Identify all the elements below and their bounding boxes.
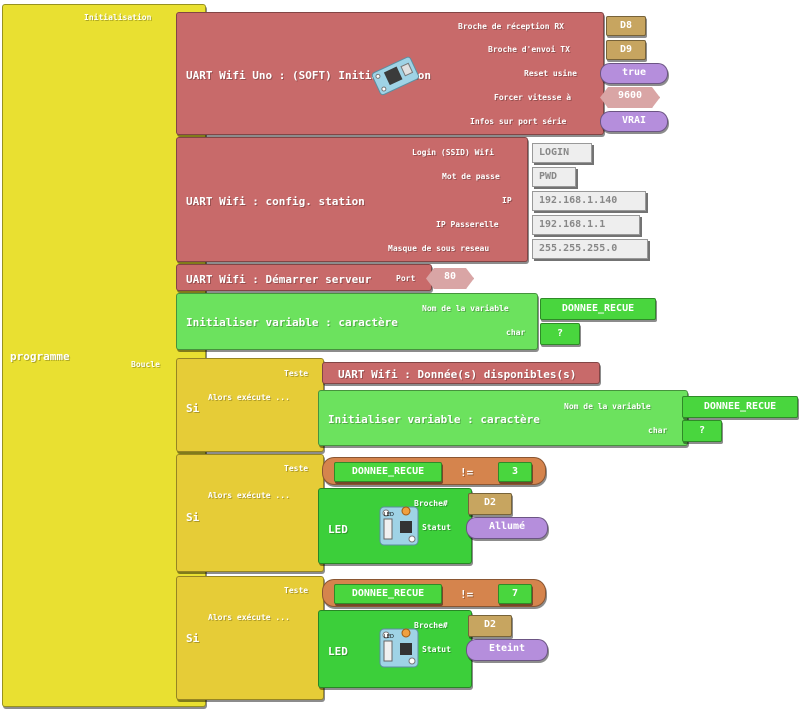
- var-name-value[interactable]: DONNEE_RECUE: [540, 298, 656, 320]
- if-2-cond-value[interactable]: 3: [498, 462, 532, 482]
- if-1-condition-text: UART Wifi : Donnée(s) disponibles(s): [338, 368, 577, 381]
- if-3-statut-label: Statut: [422, 645, 451, 654]
- if-1-char-label: char: [648, 426, 668, 435]
- init-var-block[interactable]: [176, 293, 538, 350]
- if-2-statut-label: Statut: [422, 523, 451, 532]
- programme-title: programme: [10, 350, 70, 363]
- tx-pin-value[interactable]: D9: [606, 40, 646, 60]
- if-3-teste-label: Teste: [284, 586, 309, 595]
- uart-server-block[interactable]: [176, 264, 432, 291]
- reset-label: Reset usine: [524, 69, 577, 78]
- if-3-led-title: LED: [328, 645, 348, 658]
- gw-label: IP Passerelle: [436, 220, 499, 229]
- rx-pin-value[interactable]: D8: [606, 16, 646, 36]
- port-label: Port: [396, 274, 416, 283]
- if-3-statut-value[interactable]: Eteint: [466, 639, 548, 661]
- if-3-broche-value[interactable]: D2: [468, 615, 512, 637]
- if-2-teste-label: Teste: [284, 464, 309, 473]
- wifi-module-icon: [368, 50, 422, 100]
- pwd-label: Mot de passe: [442, 172, 500, 181]
- uart-server-title: UART Wifi : Démarrer serveur: [186, 273, 372, 286]
- reset-value[interactable]: true: [600, 63, 668, 84]
- if-3-cond-value[interactable]: 7: [498, 584, 532, 604]
- char-label: char: [506, 328, 526, 337]
- if-3-alors-label: Alors exécute ...: [208, 613, 290, 622]
- if-block-1[interactable]: [176, 358, 324, 452]
- programme-block[interactable]: [2, 4, 206, 707]
- ip-field[interactable]: 192.168.1.140: [532, 191, 646, 211]
- mask-field[interactable]: 255.255.255.0: [532, 239, 648, 259]
- svg-text:LED: LED: [384, 634, 394, 640]
- svg-text:LED: LED: [384, 512, 394, 518]
- led-module-icon: LED: [378, 625, 420, 671]
- speed-value[interactable]: 9600: [600, 87, 660, 108]
- if-1-var-name-value[interactable]: DONNEE_RECUE: [682, 396, 798, 418]
- if-block-2[interactable]: [176, 454, 324, 572]
- if-1-init-var-block[interactable]: [318, 390, 688, 446]
- char-value[interactable]: ?: [540, 323, 580, 345]
- mask-label: Masque de sous reseau: [388, 244, 490, 253]
- if-2-cond-var[interactable]: DONNEE_RECUE: [334, 462, 442, 482]
- if-3-si-label: Si: [186, 632, 200, 645]
- if-3-cond-op: !=: [460, 588, 474, 601]
- initialisation-label: Initialisation: [84, 13, 152, 22]
- if-2-si-label: Si: [186, 511, 200, 524]
- info-label: Infos sur port série: [470, 117, 567, 126]
- if-block-3[interactable]: [176, 576, 324, 700]
- var-name-label: Nom de la variable: [422, 304, 509, 313]
- if-2-alors-label: Alors exécute ...: [208, 491, 290, 500]
- if-1-char-value[interactable]: ?: [682, 420, 722, 442]
- if-3-broche-label: Broche#: [414, 621, 448, 630]
- boucle-label: Boucle: [131, 360, 160, 369]
- if-1-teste-label: Teste: [284, 369, 309, 378]
- uart-station-title: UART Wifi : config. station: [186, 195, 365, 208]
- if-2-led-title: LED: [328, 523, 348, 536]
- if-1-init-var-title: Initialiser variable : caractère: [328, 413, 540, 426]
- pwd-field[interactable]: PWD: [532, 167, 576, 187]
- if-1-si-label: Si: [186, 402, 200, 415]
- if-2-broche-value[interactable]: D2: [468, 493, 512, 515]
- info-value[interactable]: VRAI: [600, 111, 668, 132]
- ip-label: IP: [502, 196, 512, 205]
- port-value[interactable]: 80: [426, 268, 474, 289]
- if-2-broche-label: Broche#: [414, 499, 448, 508]
- led-module-icon: LED: [378, 503, 420, 549]
- if-1-alors-label: Alors exécute ...: [208, 393, 290, 402]
- if-1-condition-block[interactable]: [322, 362, 600, 384]
- if-1-var-name-label: Nom de la variable: [564, 402, 651, 411]
- uart-init-title: UART Wifi Uno : (SOFT) Initialisation: [186, 69, 432, 82]
- if-2-statut-value[interactable]: Allumé: [466, 517, 548, 539]
- ssid-label: Login (SSID) Wifi: [412, 148, 494, 157]
- if-3-cond-var[interactable]: DONNEE_RECUE: [334, 584, 442, 604]
- init-var-title: Initialiser variable : caractère: [186, 316, 398, 329]
- uart-station-block[interactable]: [176, 137, 528, 262]
- rx-label: Broche de réception RX: [458, 22, 564, 31]
- speed-label: Forcer vitesse à: [494, 93, 572, 102]
- ssid-field[interactable]: LOGIN: [532, 143, 592, 163]
- tx-label: Broche d'envoi TX: [488, 45, 570, 54]
- if-2-cond-op: !=: [460, 466, 474, 479]
- gw-field[interactable]: 192.168.1.1: [532, 215, 640, 235]
